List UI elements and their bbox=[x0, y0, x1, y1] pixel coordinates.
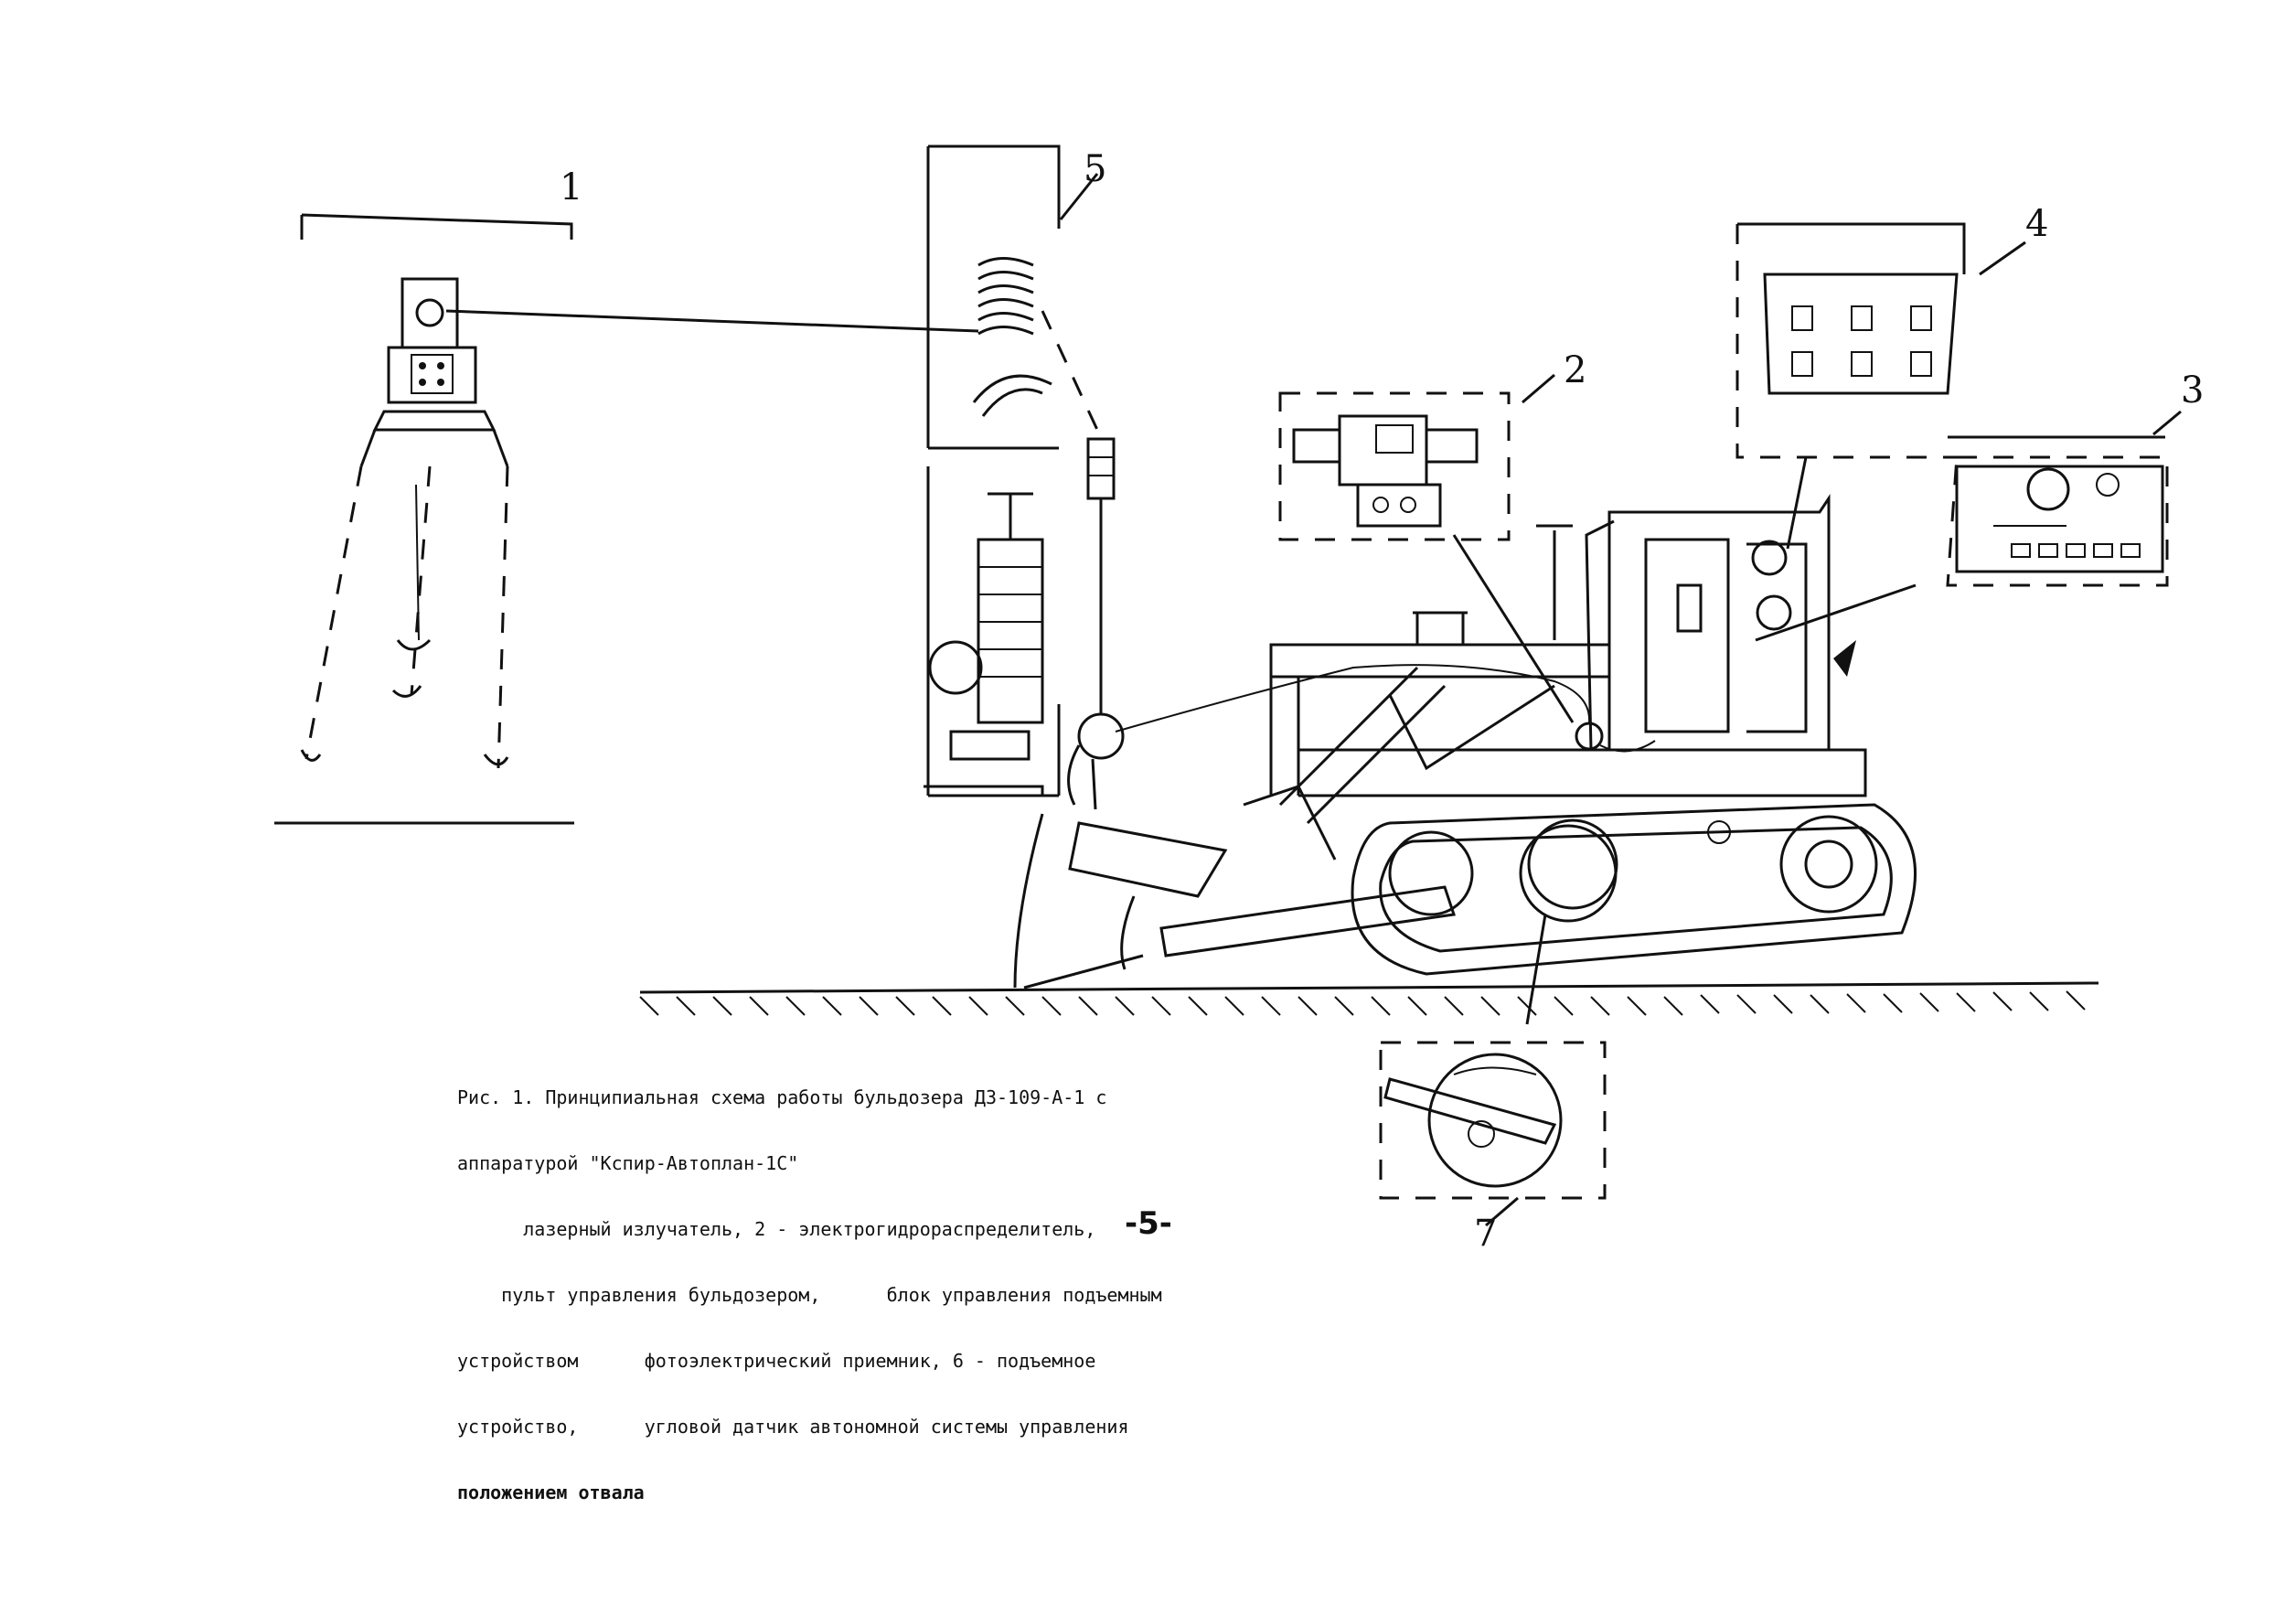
callout-1: 1 bbox=[560, 166, 582, 209]
bulldozer-drawing bbox=[1013, 494, 1917, 989]
caption-line: устройством фотоэлектрический приемник, … bbox=[457, 1350, 1096, 1372]
caption-line: лазерный излучатель, 2 - электрогидрорас… bbox=[457, 1218, 1096, 1240]
laser-emitter-inset bbox=[274, 213, 979, 825]
distributor-inset bbox=[1278, 391, 1575, 723]
caption-line: положением отвала bbox=[457, 1481, 645, 1503]
callout-4: 4 bbox=[2025, 203, 2048, 245]
angle-sensor-inset bbox=[1379, 824, 1618, 1200]
lifting-mast-inset bbox=[924, 144, 1125, 810]
caption-line: пульт управления бульдозером, блок управ… bbox=[457, 1284, 1162, 1306]
page-number: -5- bbox=[1125, 1205, 1172, 1242]
callout-2: 2 bbox=[1564, 349, 1586, 391]
callout-5: 5 bbox=[1084, 148, 1106, 190]
caption-line: устройство, угловой датчик автономной си… bbox=[457, 1416, 1129, 1438]
figure-caption: Рис. 1. Принципиальная схема работы буль… bbox=[457, 1043, 1280, 1525]
caption-line: аппаратурой "Кспир-Автоплан-1С" bbox=[457, 1152, 799, 1174]
caption-line: Рис. 1. Принципиальная схема работы буль… bbox=[457, 1086, 1107, 1108]
ground-line bbox=[639, 981, 2099, 1016]
callout-3: 3 bbox=[2181, 369, 2204, 412]
control-block-inset bbox=[1735, 222, 1966, 550]
control-panel-inset bbox=[1755, 435, 2169, 642]
